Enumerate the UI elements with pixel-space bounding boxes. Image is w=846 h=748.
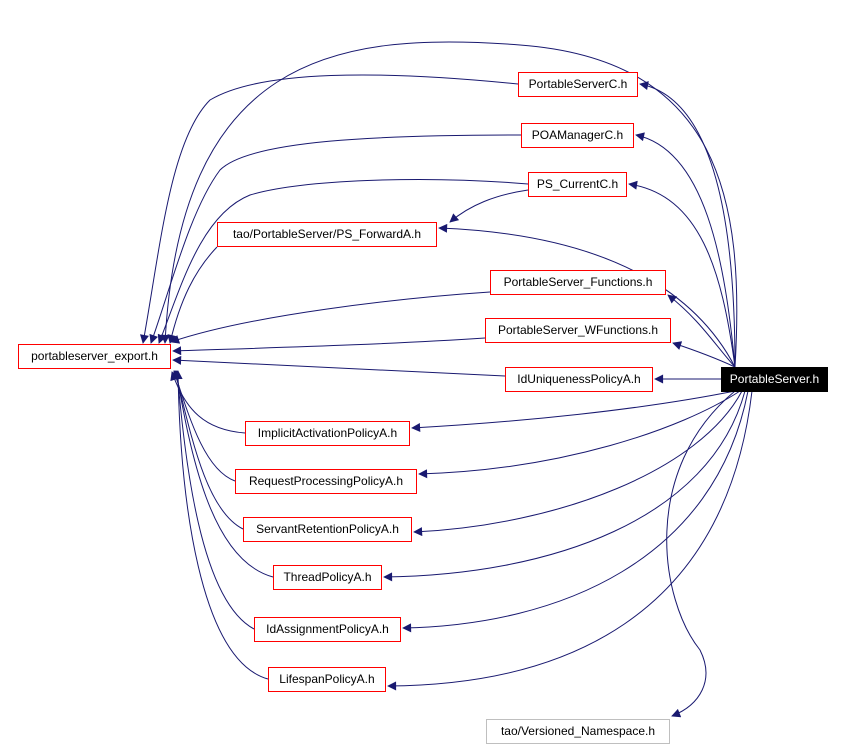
edge-poamanagerc-to-export xyxy=(149,134,522,344)
edge-group xyxy=(140,41,753,718)
edge-ps-to-portableservercc xyxy=(639,81,736,368)
edge-requestprocessing-to-export xyxy=(172,370,236,482)
edge-ps-to-lifespan xyxy=(387,390,753,691)
edge-ps-currentc-to-ps-forwarda xyxy=(449,189,529,223)
node-portableserver-functions-h[interactable]: PortableServer_Functions.h xyxy=(490,270,666,295)
node-portableserver-export-h[interactable]: portableserver_export.h xyxy=(18,344,171,369)
edge-ps-currentc-to-export xyxy=(157,179,529,344)
node-implicitactivationpolicya-h[interactable]: ImplicitActivationPolicyA.h xyxy=(245,421,410,446)
node-portableserver-wfunctions-h[interactable]: PortableServer_WFunctions.h xyxy=(485,318,671,343)
node-lifespanpolicya-h[interactable]: LifespanPolicyA.h xyxy=(268,667,386,692)
edge-implicitactivation-to-export xyxy=(170,371,246,434)
node-iduniquenesspolicya-h[interactable]: IdUniquenessPolicyA.h xyxy=(505,367,653,392)
edge-ps-to-poamanagerc xyxy=(635,132,736,368)
edge-ps-to-servantretention xyxy=(413,390,743,537)
node-requestprocessingpolicya-h[interactable]: RequestProcessingPolicyA.h xyxy=(235,469,417,494)
edge-ps-to-threadpolicy xyxy=(383,390,746,582)
node-portableserver-h[interactable]: PortableServer.h xyxy=(721,367,828,392)
edge-ps-to-export xyxy=(160,41,738,368)
edge-ps-to-versioned-namespace xyxy=(666,390,736,718)
edge-ps-to-wfunctions xyxy=(672,341,736,368)
edge-ps-to-implicitactivation xyxy=(411,390,736,433)
edge-threadpolicy-to-export xyxy=(172,370,274,578)
edge-wfunctions-to-export xyxy=(172,337,486,356)
node-servantretentionpolicya-h[interactable]: ServantRetentionPolicyA.h xyxy=(243,517,412,542)
edge-functions-to-export xyxy=(170,291,491,344)
edge-ps-to-idassignment xyxy=(402,390,749,633)
node-poamanagerc-h[interactable]: POAManagerC.h xyxy=(521,123,634,148)
node-threadpolicya-h[interactable]: ThreadPolicyA.h xyxy=(273,565,382,590)
edge-ps-to-ps-currentc xyxy=(628,180,736,368)
edge-portableservercc-to-export xyxy=(140,74,519,344)
node-ps-currentc-h[interactable]: PS_CurrentC.h xyxy=(528,172,627,197)
edge-idassignment-to-export xyxy=(173,370,255,630)
node-portableserverc-h[interactable]: PortableServerC.h xyxy=(518,72,638,97)
edge-ps-to-ps-forwarda xyxy=(438,223,736,368)
node-idassignmentpolicya-h[interactable]: IdAssignmentPolicyA.h xyxy=(254,617,401,642)
edge-lifespan-to-export xyxy=(173,370,269,680)
edge-ps-forwarda-to-export xyxy=(167,246,218,344)
edge-ps-to-requestprocessing xyxy=(418,390,741,479)
node-ps-forwarda-h[interactable]: tao/PortableServer/PS_ForwardA.h xyxy=(217,222,437,247)
edge-iduniqueness-to-export xyxy=(172,355,506,377)
edge-ps-to-functions xyxy=(667,294,736,368)
node-versioned-namespace-h[interactable]: tao/Versioned_Namespace.h xyxy=(486,719,670,744)
